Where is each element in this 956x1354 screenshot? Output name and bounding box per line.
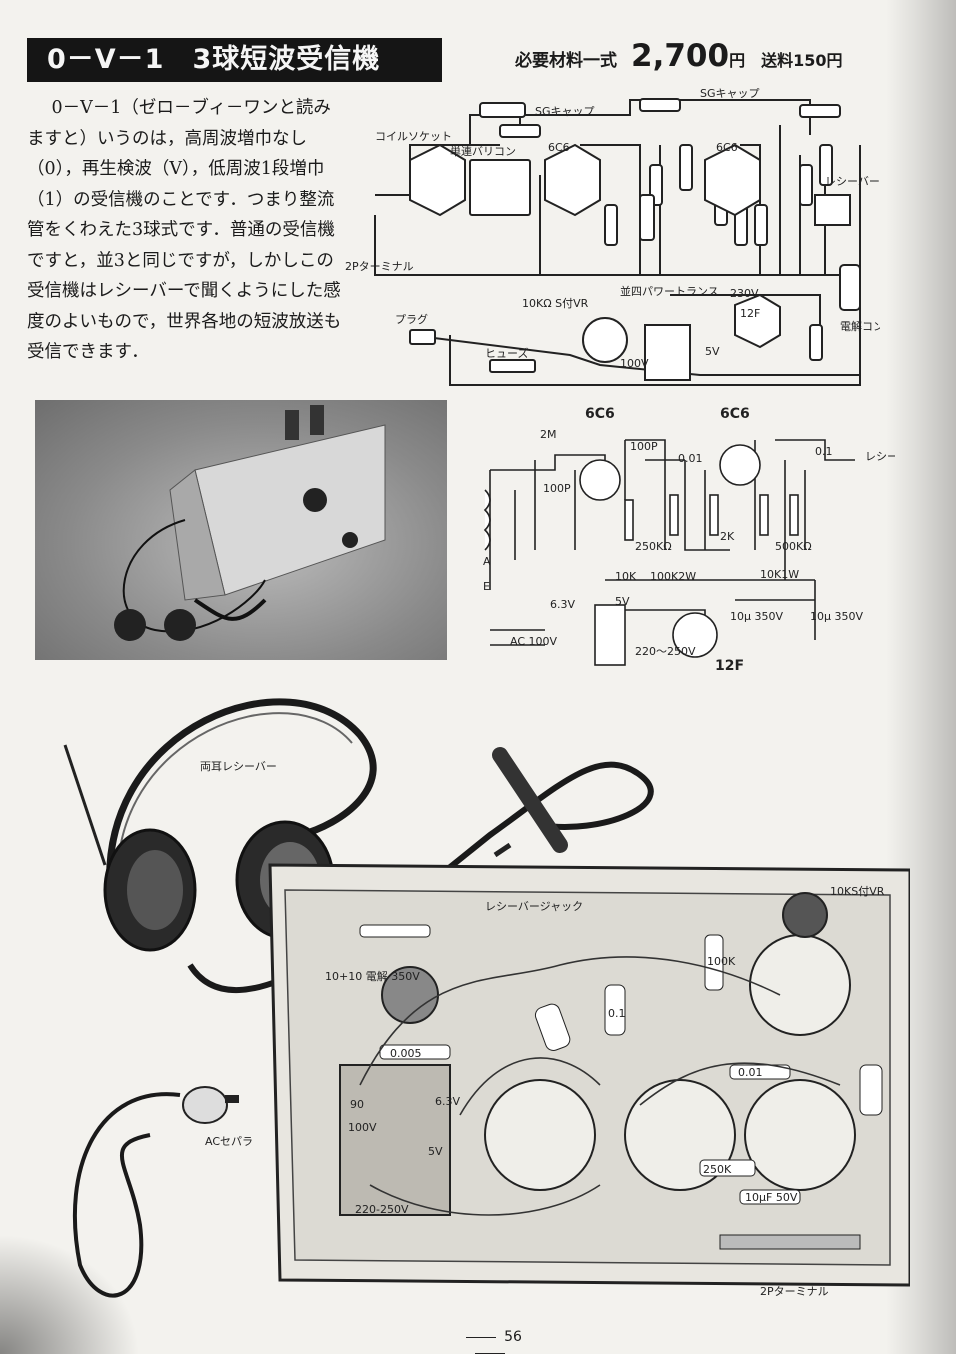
chassis-label-vr: 10KS付VR <box>830 885 885 898</box>
wiring-label-ecap: 電解コンデンサー <box>840 319 880 333</box>
wiring-label-100v: 100V <box>620 357 649 370</box>
chassis-label-r100k: 100K <box>707 955 736 968</box>
page-number-rule-left <box>466 1336 497 1338</box>
radio-photo <box>35 400 447 660</box>
page-number-rule-right <box>475 1352 505 1354</box>
materials-price: 必要材料一式 2,700円送料150円 <box>515 38 842 78</box>
sch-label-250k: 250KΩ <box>635 540 672 553</box>
headphone-label: 両耳レシーバー <box>200 760 277 773</box>
corner-shadow <box>0 1234 140 1354</box>
wiring-label-tube2: 6C6 <box>716 141 738 154</box>
wiring-label-tube1: 6C6 <box>548 141 570 154</box>
sch-label-63v: 6.3V <box>550 598 575 611</box>
page-number-text: 56 <box>504 1329 522 1345</box>
chassis-label-c10u: 10μF 50V <box>745 1191 798 1204</box>
wiring-diagram: コイルソケット 単連バリコン SGキャップ SGキャップ 6C6 6C6 レシー… <box>345 87 880 386</box>
sch-label-10u2: 10μ 350V <box>810 610 863 623</box>
sch-label-500k: 500KΩ <box>775 540 812 553</box>
schematic-diagram: 6C6 6C6 2M 100P 100P 0.01 0.1 レシーバー 250K… <box>483 406 895 674</box>
wiring-label-12f: 12F <box>740 307 760 320</box>
sch-label-ac: AC 100V <box>510 635 558 648</box>
chassis-label-90: 90 <box>350 1098 364 1111</box>
chassis-label-acplug: ACセパラ <box>205 1135 253 1148</box>
sch-label-a: A <box>483 555 491 568</box>
sch-label-10k: 10K <box>615 570 637 583</box>
price-unit: 円 <box>729 51 746 70</box>
wiring-label-230v: 230V <box>730 287 759 300</box>
sch-label-tube2: 6C6 <box>720 406 750 422</box>
chassis-label-c01: 0.1 <box>608 1007 626 1020</box>
wiring-label-coil: コイルソケット <box>375 130 452 143</box>
wiring-label-jack: レシーバージャック <box>825 175 880 188</box>
wiring-label-fuse: ヒューズ <box>485 346 528 360</box>
chassis-label-100v: 100V <box>348 1121 377 1134</box>
wiring-label-sg1: SGキャップ <box>535 105 595 118</box>
sch-label-10u1: 10μ 350V <box>730 610 783 623</box>
chassis-label-ecap: 10+10 電解 350V <box>325 969 420 983</box>
sch-label-220v: 220～250V <box>635 645 696 658</box>
wiring-label-5v: 5V <box>705 345 720 358</box>
wiring-label-vr: 10KΩ S付VR <box>522 297 589 310</box>
wiring-label-trans: 並四パワートランス <box>620 284 719 298</box>
sch-label-receiver: レシーバー <box>865 450 895 463</box>
chassis-label-terminal: 2Pターミナル <box>760 1285 829 1298</box>
chassis-label-r250k: 250K <box>703 1163 732 1176</box>
sch-label-100p2: 100P <box>630 440 658 453</box>
chassis-label-63v: 6.3V <box>435 1095 460 1108</box>
sch-label-2k: 2K <box>720 530 735 543</box>
sch-label-5v: 5V <box>615 595 630 608</box>
sch-label-2m: 2M <box>540 428 557 441</box>
chassis-label-c001: 0.01 <box>738 1066 763 1079</box>
sch-label-12f: 12F <box>715 658 744 674</box>
wiring-label-plug: プラグ <box>395 312 428 326</box>
intro-paragraph: 0－V－1（ゼロ－ブィ－ワンと読みますと）いうのは，高周波増巾なし（0），再生検… <box>27 98 342 362</box>
chassis-label-5v: 5V <box>428 1145 443 1158</box>
sch-label-100k2w: 100K2W <box>650 570 696 583</box>
chassis-label-jack: レシーバージャック <box>485 900 583 913</box>
sch-label-01: 0.1 <box>815 445 833 458</box>
chassis-illustration: 両耳レシーバー レシーバージャック 10KS付VR 10+10 電解 350V … <box>63 698 910 1298</box>
wiring-label-varicap: 単連バリコン <box>450 144 516 158</box>
page-number: 56 <box>440 1329 540 1354</box>
sch-label-001: 0.01 <box>678 452 703 465</box>
chassis-label-c0005: 0.005 <box>390 1047 422 1060</box>
sch-label-100p1: 100P <box>543 482 571 495</box>
materials-label: 必要材料一式 <box>515 51 617 71</box>
shipping: 送料150円 <box>761 51 843 70</box>
sch-label-tube1: 6C6 <box>585 406 615 422</box>
chassis-label-220v: 220-250V <box>355 1203 409 1216</box>
wiring-label-terminal: 2Pターミナル <box>345 260 414 273</box>
article-title: 0－V－1 3球短波受信機 <box>27 38 442 82</box>
sch-label-10k1w: 10K1W <box>760 568 799 581</box>
wiring-label-sg2: SGキャップ <box>700 87 760 100</box>
price: 2,700 <box>631 38 730 74</box>
sch-label-e: E <box>483 580 490 593</box>
